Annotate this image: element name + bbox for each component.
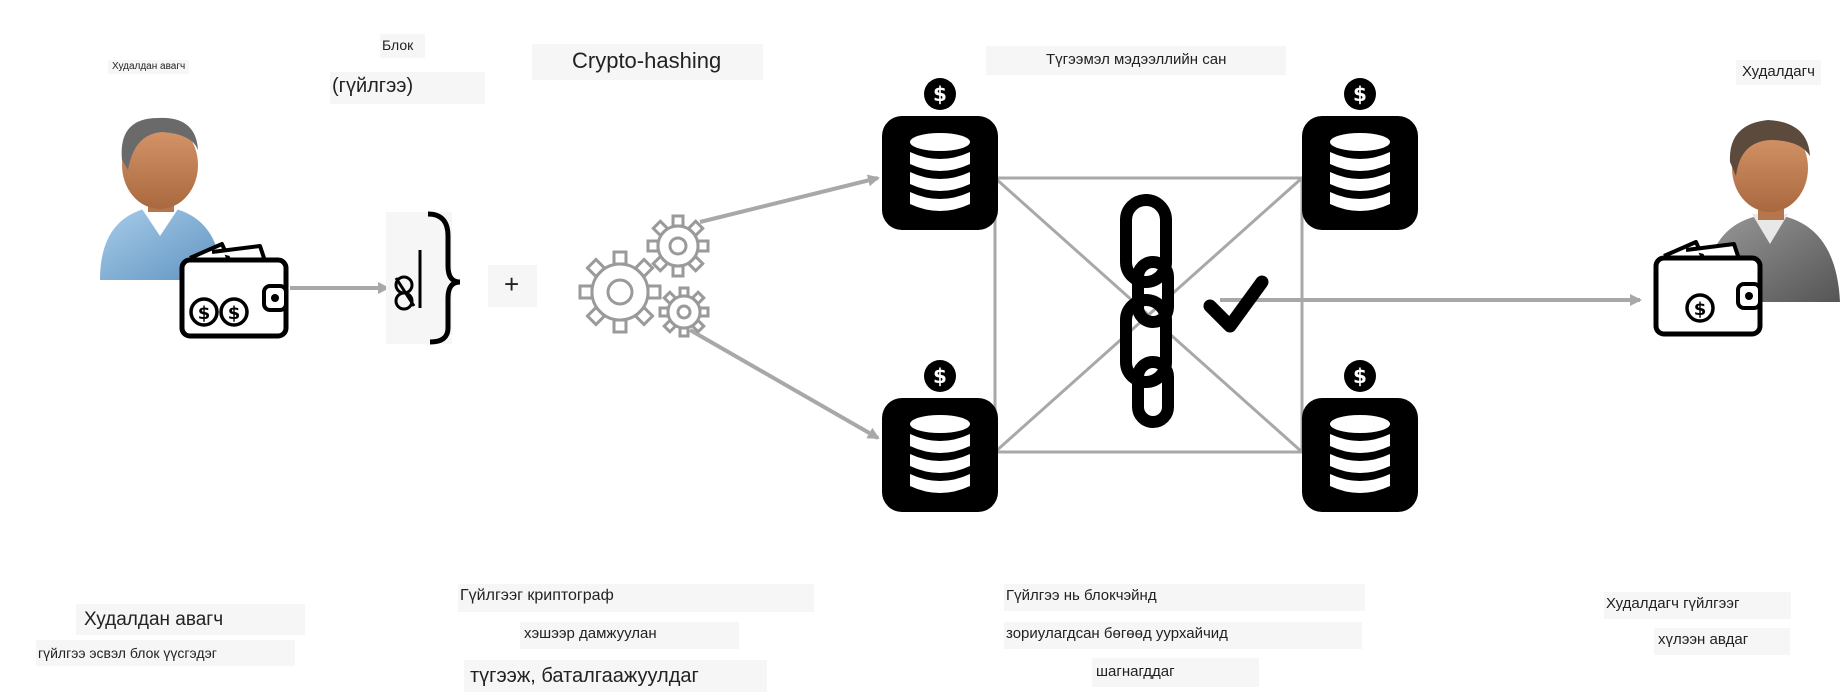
checkmark-icon (1203, 275, 1269, 333)
step1-line2: гүйлгээ эсвэл блок үүсгэдэг (36, 640, 295, 666)
step3-line2: зориулагдсан бөгөөд уурхайчид (1004, 622, 1362, 649)
arrow-gears-to-db-top (699, 174, 880, 224)
transaction-paren-label: (гүйлгээ) (330, 72, 486, 104)
step3-line1: Гүйлгээ нь блокчэйнд (1004, 584, 1365, 611)
step3-line3: шагнагддаг (1092, 658, 1259, 687)
seller-label-top: Худалдагч (1736, 60, 1821, 85)
seller-wallet-icon (1656, 242, 1760, 334)
step2-line1: Гүйлгээг криптограф (458, 584, 814, 612)
database-dollar-icon-bottom-right (1302, 360, 1418, 512)
database-dollar-icon-top-right (1302, 78, 1418, 230)
block-transaction-icon (386, 211, 461, 345)
database-dollar-icon-top-left (882, 78, 998, 230)
chain-link-icon (1120, 194, 1174, 428)
step4-line2: хүлээн авдаг (1654, 628, 1791, 655)
step2-line2: хэшээр дамжуулан (520, 622, 739, 649)
block-label: Блок (380, 34, 426, 58)
database-dollar-icon-bottom-left (882, 360, 998, 512)
step1-line1: Худалдан авагч (76, 604, 306, 635)
buyer-label-small: Худалдан авагч (108, 60, 190, 74)
shared-database-label: Түгээмэл мэдээллийн сан (986, 46, 1287, 75)
crypto-hashing-label: Crypto-hashing (532, 44, 764, 80)
step2-line3: түгээж, баталгаажуулдаг (464, 660, 767, 692)
step4-line1: Худалдагч гүйлгээг (1604, 592, 1792, 619)
plus-sign: + (488, 265, 538, 307)
gears-icon (578, 214, 710, 338)
arrow-gears-to-db-bottom (689, 328, 880, 440)
buyer-wallet-icon (182, 244, 286, 336)
